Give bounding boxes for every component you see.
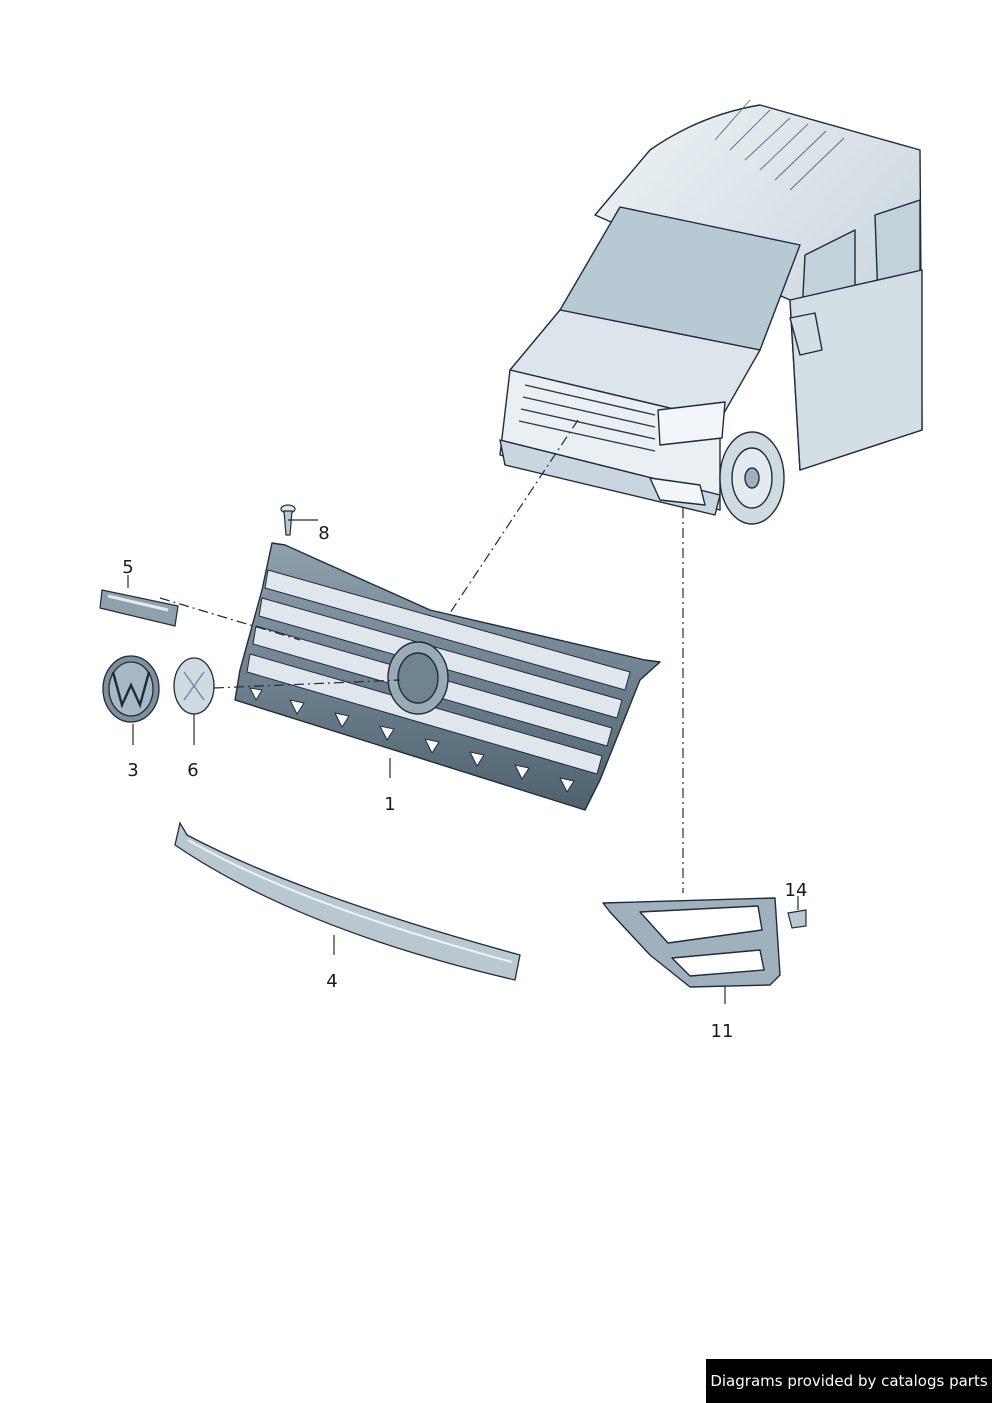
callout-14: 14 — [784, 880, 808, 901]
holder-part-6 — [173, 657, 215, 715]
callout-4: 4 — [326, 971, 338, 992]
trim-strip-part-4 — [174, 821, 521, 981]
callout-8: 8 — [318, 523, 330, 544]
callout-11: 11 — [710, 1021, 734, 1042]
footer-credit: Diagrams provided by catalogs parts — [706, 1359, 992, 1403]
callout-1: 1 — [384, 794, 396, 815]
screw-part-8 — [280, 504, 296, 536]
callout-5: 5 — [122, 557, 134, 578]
callout-3: 3 — [127, 760, 139, 781]
callout-6: 6 — [187, 760, 199, 781]
clip-part-14 — [787, 909, 807, 929]
badge-part-5 — [99, 589, 179, 627]
emblem-part-3 — [102, 655, 160, 723]
fog-cover-part-11 — [602, 897, 781, 988]
leader-lines — [127, 419, 799, 1004]
van-illustration — [499, 99, 923, 525]
grille-part-1 — [234, 542, 661, 811]
